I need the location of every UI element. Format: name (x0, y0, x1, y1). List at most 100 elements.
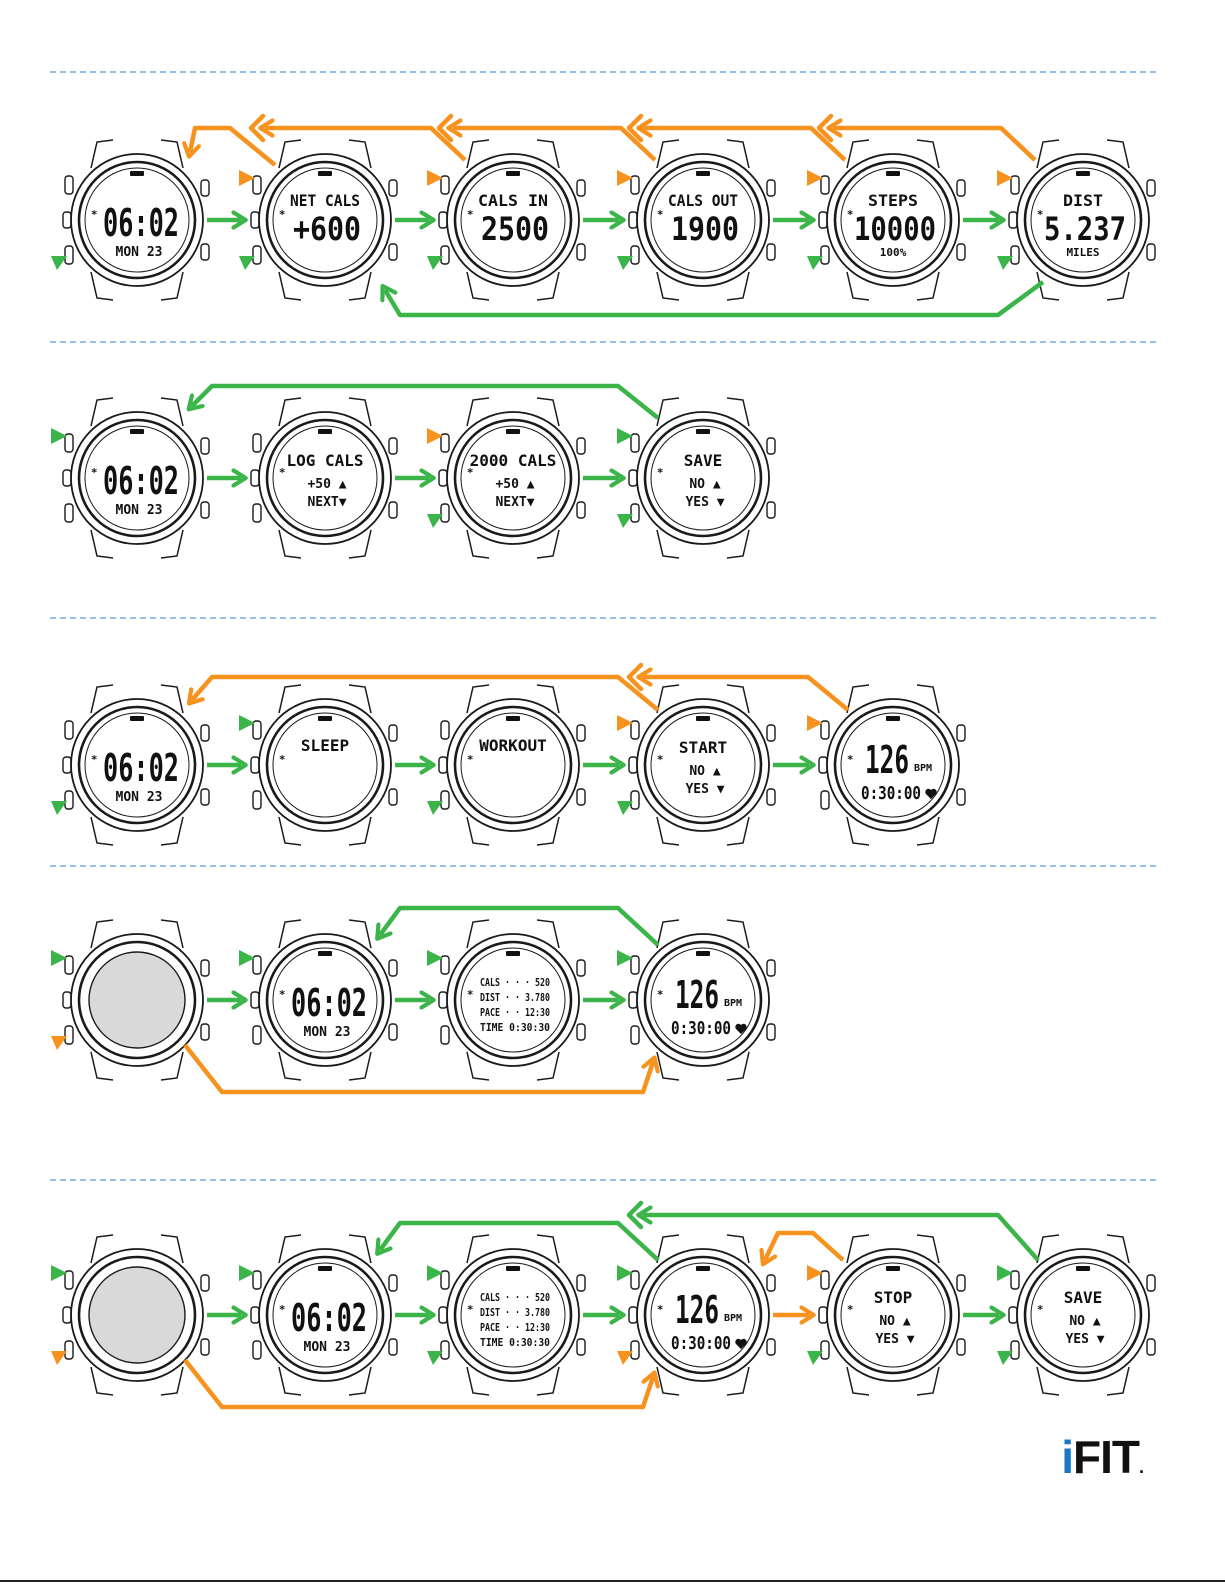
watch-bezel (453, 1255, 573, 1375)
stat-value: 1900 (671, 210, 739, 248)
watch-lug (160, 139, 184, 169)
watch-bezel (265, 160, 385, 280)
orange-top-button-indicator (807, 715, 823, 731)
button-right-top (1146, 1274, 1156, 1292)
button-left-top (64, 955, 74, 975)
watch-screen (650, 947, 756, 1053)
watch-2-3: ∗2000 CALS+50 ▲NEXT▼ (438, 397, 586, 559)
green-bottom-button-indicator (617, 801, 633, 815)
summary-line-3: PACE · · 12:30 (480, 1006, 550, 1019)
summary-line-2: DIST · · 3.780 (480, 1306, 550, 1319)
stat-label: NET CALS (290, 191, 360, 210)
battery-icon (130, 716, 144, 721)
battery-icon (506, 429, 520, 434)
green-bottom-button-indicator (51, 801, 67, 815)
button-left-top (1010, 1270, 1020, 1290)
battery-icon (318, 1266, 332, 1271)
bluetooth-icon: ∗ (467, 206, 474, 219)
button-left-bottom (440, 1025, 450, 1045)
watch-lug (278, 684, 302, 714)
ifit-logo: iFIT. (1061, 1431, 1144, 1483)
watch-lug (536, 397, 560, 427)
button-right-top (956, 179, 966, 197)
watch-screen (650, 167, 756, 273)
green-bottom-button-indicator (427, 256, 443, 270)
button-right-bottom (766, 501, 776, 519)
stat-value: 10000 (854, 210, 936, 248)
watch-lug (466, 271, 490, 301)
menu-option-2: NEXT▼ (495, 495, 534, 510)
stat-label: CALS OUT (668, 191, 738, 210)
watch-lug (466, 139, 490, 169)
watch-screen (460, 712, 566, 818)
button-right-bottom (576, 501, 586, 519)
menu-option-1: +50 ▲ (495, 477, 534, 492)
watch-lug (656, 139, 680, 169)
battery-icon (696, 429, 710, 434)
menu-option-1: NO ▲ (879, 1314, 910, 1329)
green-top-button-indicator (51, 1265, 67, 1281)
watch-lug (846, 684, 870, 714)
back-arrow (380, 1220, 660, 1262)
button-right-top (766, 1274, 776, 1292)
button-right-bottom (956, 1338, 966, 1356)
green-top-button-indicator (997, 1265, 1013, 1281)
watch-lug (536, 684, 560, 714)
battery-icon (1076, 171, 1090, 176)
bluetooth-icon: ∗ (847, 1301, 854, 1314)
button-left-top (252, 1270, 262, 1290)
button-left-middle (250, 991, 260, 1009)
bluetooth-icon: ∗ (467, 986, 474, 999)
watch-lug (536, 529, 560, 559)
watch-4-1 (62, 919, 210, 1081)
watch-bezel (643, 705, 763, 825)
battery-icon (506, 716, 520, 721)
button-left-middle (628, 211, 638, 229)
button-right-top (956, 1274, 966, 1292)
battery-icon (696, 951, 710, 956)
button-left-middle (628, 1306, 638, 1324)
button-left-bottom (820, 245, 830, 265)
watch-bezel (453, 705, 573, 825)
button-left-bottom (440, 245, 450, 265)
button-left-middle (62, 211, 72, 229)
time-display: 06:02 (291, 981, 367, 1025)
watch-bezel (265, 940, 385, 1060)
watch-lug (536, 919, 560, 949)
button-right-bottom (388, 1023, 398, 1041)
button-left-middle (438, 1306, 448, 1324)
menu-title: SAVE (684, 451, 723, 470)
button-right-top (576, 724, 586, 742)
watch-screen (272, 167, 378, 273)
battery-icon (130, 429, 144, 434)
bluetooth-icon: ∗ (279, 986, 286, 999)
button-right-top (200, 724, 210, 742)
watch-lug (160, 816, 184, 846)
date-display: MON 23 (116, 503, 163, 518)
summary-line-2: DIST · · 3.780 (480, 991, 550, 1004)
workout-timer: 0:30:00 (861, 783, 921, 804)
watch-bezel (77, 160, 197, 280)
button-right-top (766, 724, 776, 742)
button-left-middle (250, 469, 260, 487)
menu-option-2: YES ▼ (685, 495, 724, 510)
button-left-top (630, 433, 640, 453)
green-top-button-indicator (51, 950, 67, 966)
stat-value: 2500 (481, 210, 549, 248)
watch-lug (536, 271, 560, 301)
page-bottom-rule (0, 1580, 1225, 1582)
orange-top-button-indicator (427, 428, 443, 444)
watch-lug (916, 1366, 940, 1396)
watch-lug (536, 1051, 560, 1081)
watch-lug (348, 684, 372, 714)
watch-screen (460, 167, 566, 273)
menu-title: SLEEP (301, 736, 349, 755)
watch-5-1 (62, 1234, 210, 1396)
button-left-bottom (64, 1340, 74, 1360)
watch-lug (278, 139, 302, 169)
button-left-middle (818, 1306, 828, 1324)
button-left-middle (628, 991, 638, 1009)
watch-3-3: ∗WORKOUT (438, 684, 586, 846)
